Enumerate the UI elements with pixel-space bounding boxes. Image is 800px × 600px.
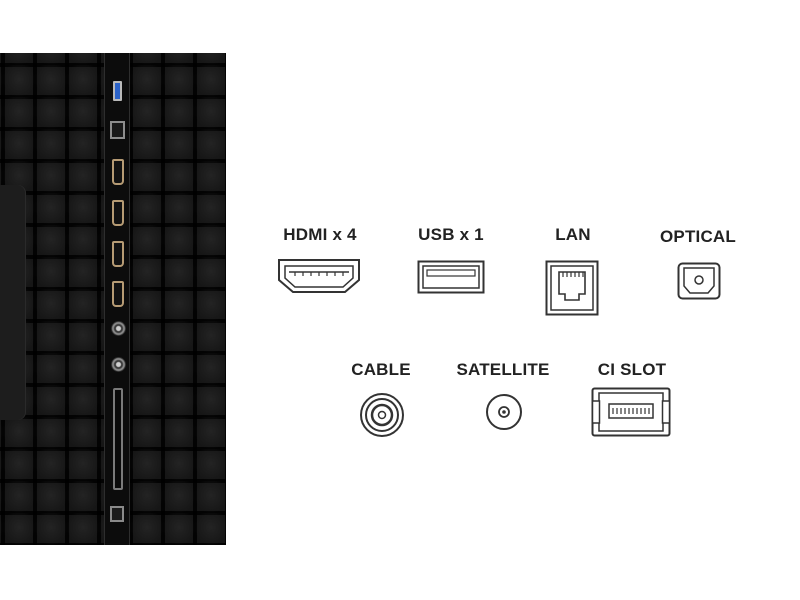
port-label-optical: OPTICAL — [659, 227, 736, 246]
port-label-ci-slot: CI SLOT — [597, 360, 667, 379]
satellite-connector — [111, 357, 126, 372]
ci-slot-icon — [591, 387, 671, 437]
hdmi-port — [112, 159, 124, 185]
lan-port-icon — [545, 260, 599, 316]
optical-port-icon — [677, 262, 721, 300]
usb-port-icon — [417, 260, 485, 294]
ci-slot — [113, 388, 123, 490]
port-label-lan: LAN — [555, 225, 591, 244]
cable-connector — [111, 321, 126, 336]
optical-port — [110, 506, 124, 522]
hdmi-port — [112, 241, 124, 267]
hdmi-port-icon — [278, 259, 360, 293]
satellite-port-icon — [486, 394, 522, 430]
cable-port-icon — [360, 393, 404, 437]
hdmi-port — [112, 281, 124, 307]
port-label-hdmi: HDMI x 4 — [283, 225, 357, 244]
usb-port — [113, 81, 122, 101]
port-label-satellite: SATELLITE — [456, 360, 550, 379]
panel-bump — [0, 185, 26, 420]
lan-port — [110, 121, 125, 139]
port-label-cable: CABLE — [351, 360, 411, 379]
port-label-usb: USB x 1 — [418, 225, 484, 244]
tv-back-panel — [0, 53, 226, 545]
hdmi-port — [112, 200, 124, 226]
